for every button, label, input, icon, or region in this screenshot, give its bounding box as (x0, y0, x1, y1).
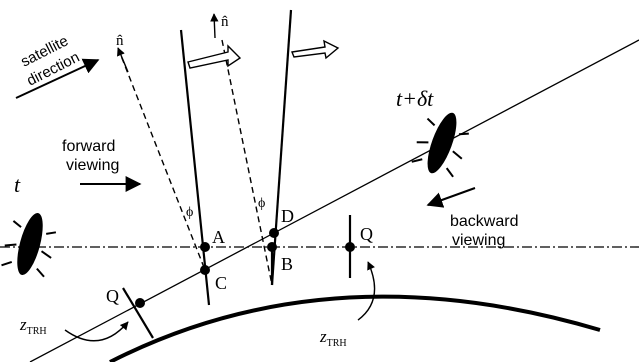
z-trh-right-label: zTRH (319, 327, 347, 349)
backward-viewing-label-1: backward (450, 213, 518, 230)
n-hat-arrow-right (210, 13, 219, 39)
point-Q-right-label: Q (360, 224, 373, 244)
point-A-label: A (212, 227, 225, 247)
point-D-label: D (281, 206, 294, 226)
point-C-label: C (215, 273, 227, 293)
n-hat-right-label: n̂ (221, 14, 229, 30)
point-C-dot (200, 265, 210, 275)
earth-surface-arc (109, 294, 601, 362)
backward-viewing-arrow (426, 187, 476, 208)
satellite-orbit-line (29, 39, 639, 362)
n-hat-arrow-left (117, 47, 129, 73)
rotation-arrow-left (187, 44, 242, 69)
forward-viewing-label-2: viewing (66, 157, 119, 174)
z-trh-curve-arrow-left (64, 321, 129, 342)
normal-dashed-line-right (221, 39, 273, 286)
phi-right-label: ϕ (258, 196, 265, 211)
point-Q-left-dot (135, 298, 145, 308)
rotation-arrow-right (291, 39, 340, 60)
z-trh-curve-arrow-right (357, 261, 376, 321)
backward-view-line (270, 9, 293, 286)
forward-viewing-label-1: forward (62, 138, 115, 155)
time-t-plus-dt-label: t+δt (396, 86, 434, 111)
forward-view-line (179, 29, 211, 306)
satellite-direction-arrow (15, 58, 100, 99)
normal-dashed-line-left (117, 47, 206, 271)
point-D-dot (269, 228, 279, 238)
n-hat-left-label: n̂ (116, 33, 124, 49)
q-left-perpendicular (122, 287, 154, 339)
satellite-icon-right (411, 112, 469, 178)
satellite-icon-left (1, 212, 57, 278)
point-Q-left-label: Q (106, 286, 119, 306)
phi-left-label: ϕ (186, 205, 193, 220)
backward-viewing-label-2: viewing (452, 232, 505, 249)
point-B-label: B (281, 254, 293, 274)
point-Q-right-dot (345, 242, 355, 252)
point-A-dot (200, 242, 210, 252)
z-trh-left-label: zTRH (19, 315, 47, 337)
time-t-label: t (14, 172, 21, 197)
point-B-dot (267, 242, 277, 252)
